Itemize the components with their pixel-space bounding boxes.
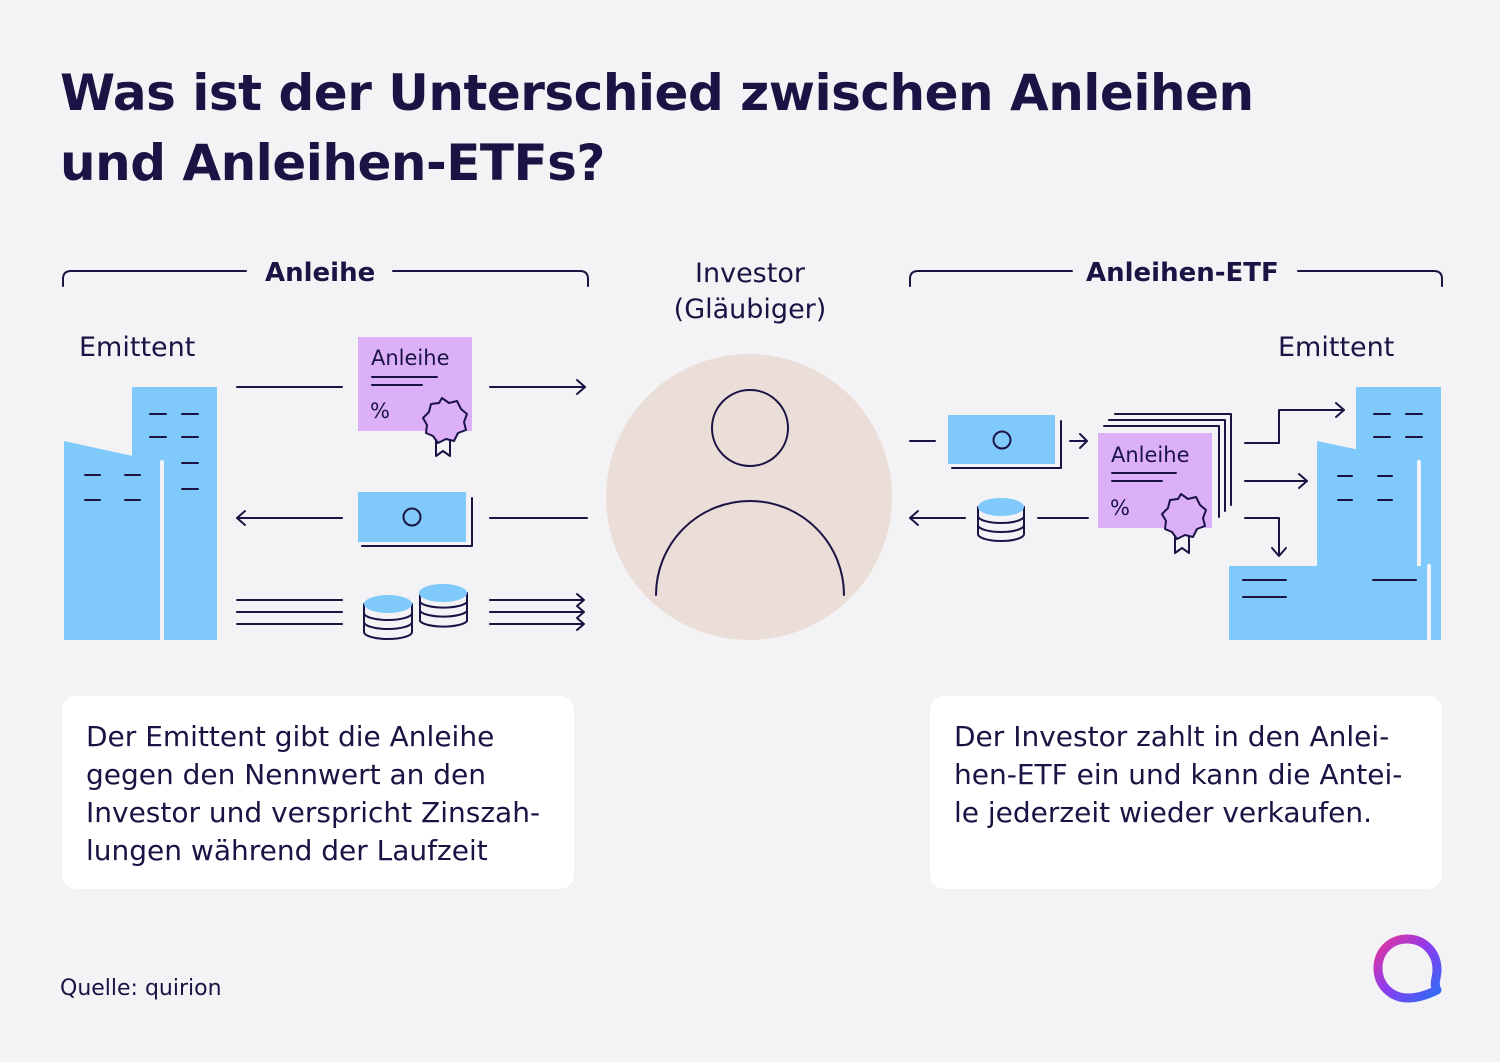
person-head-icon	[711, 389, 789, 467]
card-bond-line-3: Investor und verspricht Zinszah-	[86, 796, 541, 829]
card-etf-line-1: Der Investor zahlt in den Anlei-	[954, 720, 1390, 753]
arrow-right-icon-bond	[489, 379, 586, 395]
arrow-down-right-icon	[1244, 517, 1287, 557]
issuer-buildings-right	[1229, 387, 1441, 642]
banknote-icon-right	[948, 415, 1062, 469]
banknote-icon-left	[358, 492, 473, 547]
arrow-left-icon-cash	[236, 510, 343, 526]
card-etf-line-3: le jederzeit wieder verkaufen.	[954, 796, 1372, 829]
quirion-logo-icon	[1373, 934, 1442, 1003]
bond-certificate-stack	[1098, 413, 1232, 554]
coin-stack-icon-right	[419, 584, 468, 628]
percent-label-left: %	[370, 399, 390, 423]
percent-label-right: %	[1110, 496, 1130, 520]
seal-icon-left	[422, 397, 468, 457]
bond-certificate-left	[358, 337, 472, 457]
card-etf-line-2: hen-ETF ein und kann die Antei-	[954, 758, 1403, 791]
source-note: Quelle: quirion	[60, 976, 222, 1001]
explanation-card-bond: Der Emittent gibt die Anleihe gegen den …	[62, 696, 574, 889]
card-bond-line-1: Der Emittent gibt die Anleihe	[86, 720, 495, 753]
issuer-building-left	[64, 387, 217, 642]
investor-avatar	[606, 354, 892, 640]
title-line-2: und Anleihen-ETFs?	[60, 134, 605, 192]
seal-icon-right	[1161, 493, 1207, 554]
investor-label-line-2: (Gläubiger)	[673, 294, 827, 325]
investor-label: Investor (Gläubiger)	[630, 256, 870, 328]
arrow-right-icon-payment	[1069, 433, 1088, 449]
page-title: Was ist der Unterschied zwischen Anleihe…	[60, 58, 1360, 198]
card-bond-line-4: lungen während der Laufzeit	[86, 834, 488, 867]
lines-interest-left	[236, 599, 343, 625]
arrow-right-icon-middle	[1244, 473, 1308, 489]
coin-stack-icon-left	[363, 595, 413, 640]
issuer-label-right: Emittent	[1278, 332, 1395, 363]
arrow-left-icon-return	[909, 510, 966, 526]
certificate-label-left: Anleihe	[371, 346, 450, 370]
arrow-up-right-icon	[1244, 402, 1345, 444]
section-label-bond-etf: Anleihen-ETF	[1086, 258, 1279, 288]
bracket-bond	[62, 270, 589, 287]
card-bond-line-2: gegen den Nennwert an den	[86, 758, 487, 791]
investor-label-line-1: Investor	[695, 258, 805, 289]
bracket-bond-etf	[909, 270, 1443, 287]
explanation-card-bond-etf: Der Investor zahlt in den Anlei- hen-ETF…	[930, 696, 1442, 889]
person-body-icon	[655, 500, 845, 596]
issuer-label-left: Emittent	[79, 332, 196, 363]
coin-stack-icon-etf	[977, 498, 1025, 542]
certificate-label-right: Anleihe	[1111, 443, 1190, 467]
section-label-bond: Anleihe	[265, 258, 376, 288]
title-line-1: Was ist der Unterschied zwischen Anleihe…	[60, 64, 1254, 122]
arrow-right-icon-interest	[489, 593, 585, 631]
